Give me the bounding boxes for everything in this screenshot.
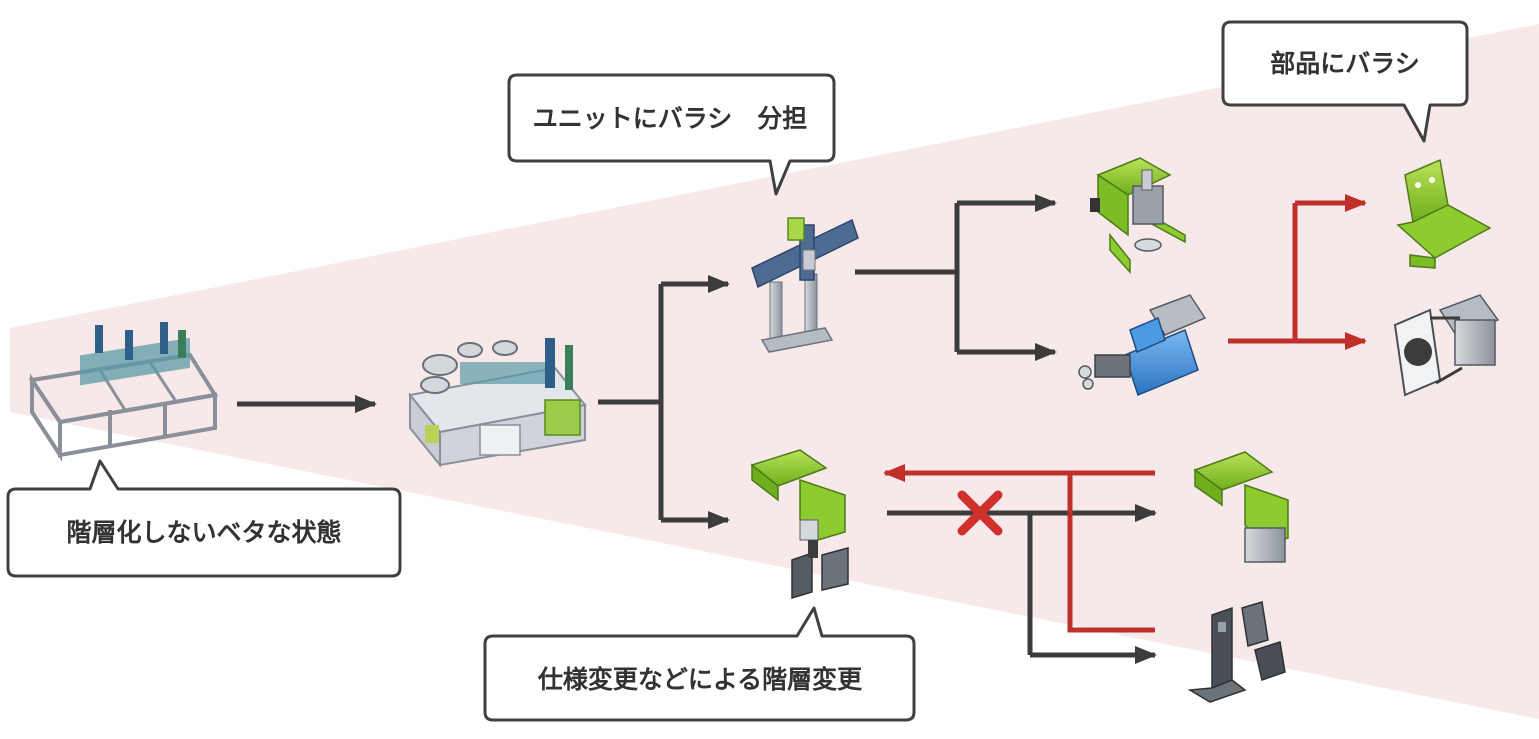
callout-parts-split-label: 部品にバラシ — [1270, 49, 1420, 78]
gantry-unit-illustration — [751, 217, 859, 353]
branch-connector-1 — [598, 275, 730, 529]
callout-spec-change: 仕様変更などによる階層変更 — [483, 606, 916, 722]
assembled-machine-illustration — [408, 338, 587, 468]
callout-flat-state-label: 階層化しないベタな状態 — [66, 518, 341, 547]
callout-unit-split: ユニットにバラシ 分担 — [507, 73, 836, 196]
red-branch-connector-parts — [1228, 194, 1367, 350]
callout-unit-split-label: ユニットにバラシ 分担 — [533, 104, 808, 133]
callout-parts-split: 部品にバラシ — [1221, 20, 1469, 143]
red-reverse-connector — [883, 464, 1155, 633]
branch-connector-3 — [887, 504, 1157, 664]
x-mark-icon — [957, 490, 1003, 536]
branch-connector-2 — [855, 194, 1057, 361]
gripper-unit-illustration — [750, 449, 849, 600]
callout-spec-change-label: 仕様変更などによる階層変更 — [537, 665, 863, 694]
finger-parts-illustration — [1187, 601, 1286, 703]
flat-machine-illustration — [28, 322, 219, 462]
bracket-motor-unit-illustration — [1090, 157, 1186, 274]
cylinder-unit-illustration — [1078, 294, 1207, 397]
green-cover-part-illustration — [1193, 451, 1289, 563]
motor-mount-part-illustration — [1393, 294, 1500, 397]
green-bracket-part-illustration — [1396, 158, 1492, 269]
callout-flat-state: 階層化しないベタな状態 — [6, 459, 402, 578]
